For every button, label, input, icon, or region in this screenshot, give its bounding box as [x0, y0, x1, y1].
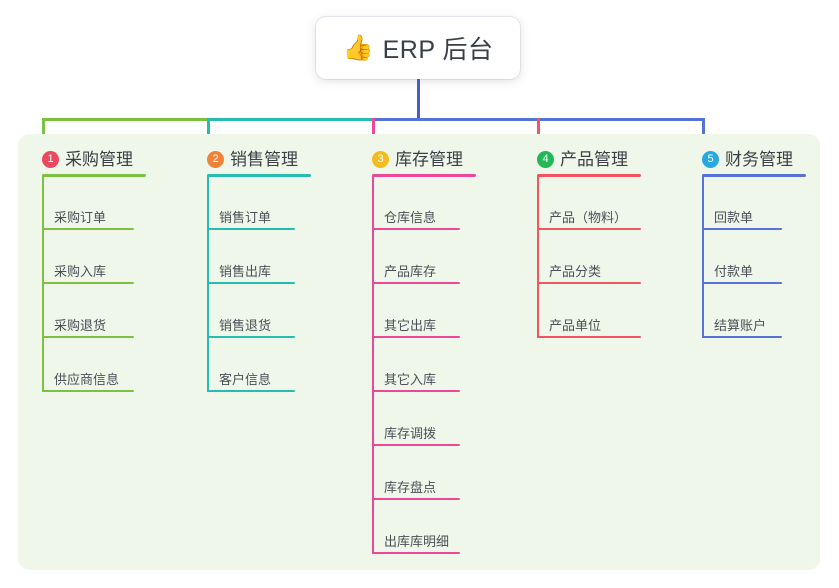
leaf-item[interactable]: 采购退货 [42, 284, 134, 338]
leaf-label: 客户信息 [219, 372, 272, 387]
leaf-item[interactable]: 其它出库 [372, 284, 460, 338]
leaf-label: 采购退货 [54, 318, 107, 333]
leaf-underline [702, 228, 782, 230]
branch-title-2: 销售管理 [230, 149, 298, 169]
leaf-item[interactable]: 销售退货 [207, 284, 295, 338]
leaf-label: 产品库存 [384, 264, 437, 279]
leaf-underline [372, 390, 460, 392]
leaf-label: 其它入库 [384, 372, 437, 387]
leaf-underline [207, 336, 295, 338]
branch-underline-3 [372, 174, 476, 177]
leaf-label: 结算账户 [714, 318, 767, 333]
branch-header-4[interactable]: 4 产品管理 [537, 146, 628, 172]
leaf-label: 其它出库 [384, 318, 437, 333]
root-stem-line [417, 79, 420, 121]
leaf-label: 产品（物料） [549, 210, 628, 225]
leaf-label: 销售出库 [219, 264, 272, 279]
leaf-item[interactable]: 库存调拨 [372, 392, 460, 446]
leaf-label: 销售订单 [219, 210, 272, 225]
leaf-label: 供应商信息 [54, 372, 120, 387]
leaf-label: 库存盘点 [384, 480, 437, 495]
leaf-item[interactable]: 产品（物料） [537, 176, 641, 230]
leaf-item[interactable]: 采购订单 [42, 176, 134, 230]
branch-spine-3 [372, 176, 374, 554]
leaf-item[interactable]: 产品单位 [537, 284, 641, 338]
leaf-underline [372, 444, 460, 446]
branch-underline-2 [207, 174, 311, 177]
bus-segment-2 [207, 118, 374, 121]
leaf-underline [372, 282, 460, 284]
branch-badge-2: 2 [207, 150, 224, 168]
leaf-item[interactable]: 其它入库 [372, 338, 460, 392]
branch-header-3[interactable]: 3 库存管理 [372, 146, 463, 172]
leaf-label: 库存调拨 [384, 426, 437, 441]
leaf-item[interactable]: 客户信息 [207, 338, 295, 392]
branch-title-3: 库存管理 [395, 149, 463, 169]
leaf-underline [702, 282, 782, 284]
leaf-underline [537, 336, 641, 338]
root-node[interactable]: 👍 ERP 后台 [316, 17, 520, 79]
leaf-underline [537, 228, 641, 230]
branch-underline-1 [42, 174, 146, 177]
bus-segment-1 [42, 118, 209, 121]
root-title: ERP 后台 [382, 36, 494, 64]
leaf-item[interactable]: 结算账户 [702, 284, 782, 338]
branch-title-4: 产品管理 [560, 149, 628, 169]
leaf-underline [207, 228, 295, 230]
branch-spine-1 [42, 176, 44, 392]
leaf-item[interactable]: 回款单 [702, 176, 782, 230]
leaf-label: 仓库信息 [384, 210, 437, 225]
branch-badge-4: 4 [537, 150, 554, 168]
leaf-underline [537, 282, 641, 284]
leaf-label: 销售退货 [219, 318, 272, 333]
branch-spine-2 [207, 176, 209, 392]
leaf-underline [42, 390, 134, 392]
leaf-item[interactable]: 出库库明细 [372, 500, 460, 554]
branch-badge-3: 3 [372, 150, 389, 168]
leaf-label: 产品单位 [549, 318, 602, 333]
leaf-underline [372, 228, 460, 230]
thumbs-up-icon: 👍 [342, 33, 374, 62]
leaf-underline [207, 390, 295, 392]
leaf-item[interactable]: 采购入库 [42, 230, 134, 284]
leaf-label: 出库库明细 [384, 534, 450, 549]
leaf-label: 付款单 [714, 264, 754, 279]
leaf-underline [372, 552, 460, 554]
branch-header-1[interactable]: 1 采购管理 [42, 146, 133, 172]
leaf-item[interactable]: 销售订单 [207, 176, 295, 230]
leaf-item[interactable]: 销售出库 [207, 230, 295, 284]
leaf-underline [702, 336, 782, 338]
branch-title-5: 财务管理 [725, 149, 793, 169]
leaf-underline [372, 336, 460, 338]
branch-title-1: 采购管理 [65, 149, 133, 169]
leaf-label: 回款单 [714, 210, 754, 225]
leaf-label: 采购入库 [54, 264, 107, 279]
leaf-item[interactable]: 产品分类 [537, 230, 641, 284]
branch-underline-4 [537, 174, 641, 177]
leaf-underline [42, 336, 134, 338]
branch-header-5[interactable]: 5 财务管理 [702, 146, 793, 172]
branch-header-2[interactable]: 2 销售管理 [207, 146, 298, 172]
leaf-label: 采购订单 [54, 210, 107, 225]
branch-spine-5 [702, 176, 704, 338]
leaf-item[interactable]: 库存盘点 [372, 446, 460, 500]
leaf-underline [42, 228, 134, 230]
leaf-item[interactable]: 仓库信息 [372, 176, 460, 230]
leaf-label: 产品分类 [549, 264, 602, 279]
branch-badge-5: 5 [702, 150, 719, 168]
leaf-item[interactable]: 产品库存 [372, 230, 460, 284]
branch-underline-5 [702, 174, 806, 177]
branch-spine-4 [537, 176, 539, 338]
leaf-underline [42, 282, 134, 284]
leaf-underline [207, 282, 295, 284]
leaf-underline [372, 498, 460, 500]
branch-badge-1: 1 [42, 150, 59, 168]
leaf-item[interactable]: 付款单 [702, 230, 782, 284]
leaf-item[interactable]: 供应商信息 [42, 338, 134, 392]
branches-panel: 1 采购管理采购订单采购入库采购退货供应商信息 2 销售管理销售订单销售出库销售退货客… [18, 134, 820, 570]
